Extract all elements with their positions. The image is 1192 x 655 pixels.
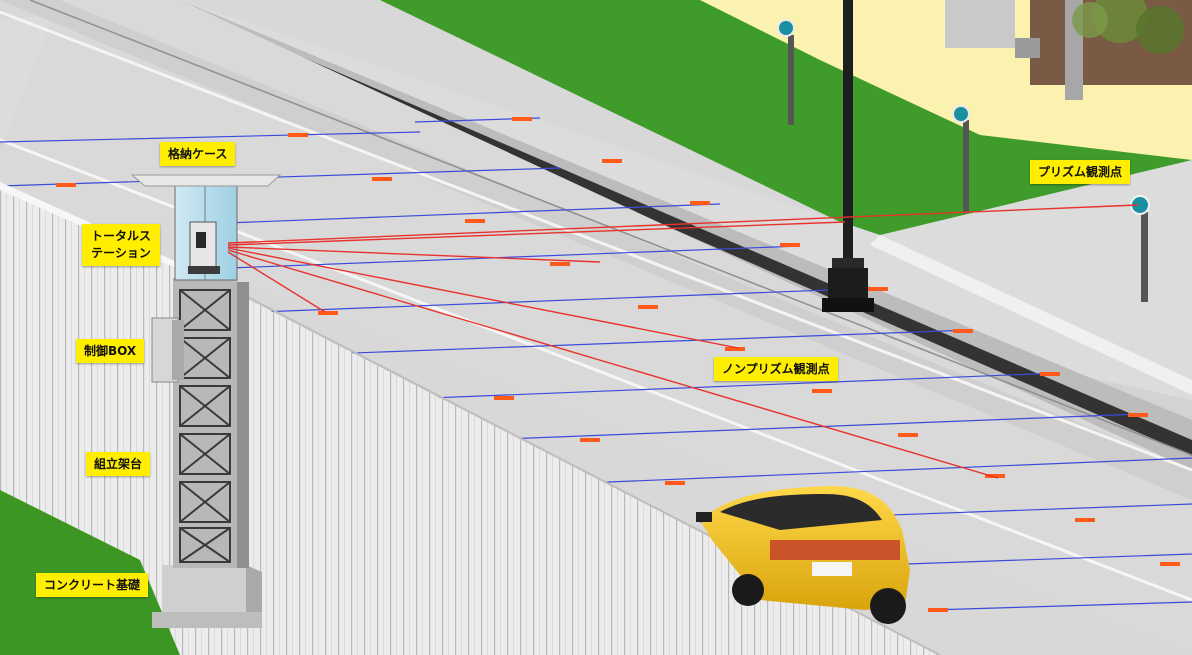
label-non-prism-point-text: ノンプリズム観測点 — [722, 362, 830, 376]
building — [945, 0, 1015, 48]
total-station-instrument — [188, 222, 220, 274]
label-assembly-frame-text: 組立架台 — [94, 457, 142, 471]
concrete-foundation — [152, 565, 262, 628]
label-prism-point: プリズム観測点 — [1030, 160, 1130, 184]
label-total-station-line1: トータルス — [91, 228, 151, 245]
label-storage-case-text: 格納ケース — [168, 147, 227, 161]
label-total-station-line2: テーション — [91, 245, 151, 262]
label-control-box-text: 制御BOX — [84, 344, 136, 358]
label-storage-case: 格納ケース — [160, 142, 235, 166]
label-concrete-foundation: コンクリート基礎 — [36, 573, 148, 597]
frame-bracing — [180, 290, 230, 562]
control-box-unit — [152, 318, 184, 382]
label-assembly-frame: 組立架台 — [86, 452, 150, 476]
label-control-box: 制御BOX — [76, 339, 144, 363]
label-non-prism-point: ノンプリズム観測点 — [714, 357, 838, 381]
label-total-station: トータルス テーション — [82, 224, 160, 266]
label-concrete-foundation-text: コンクリート基礎 — [44, 578, 140, 592]
label-prism-point-text: プリズム観測点 — [1038, 165, 1122, 179]
